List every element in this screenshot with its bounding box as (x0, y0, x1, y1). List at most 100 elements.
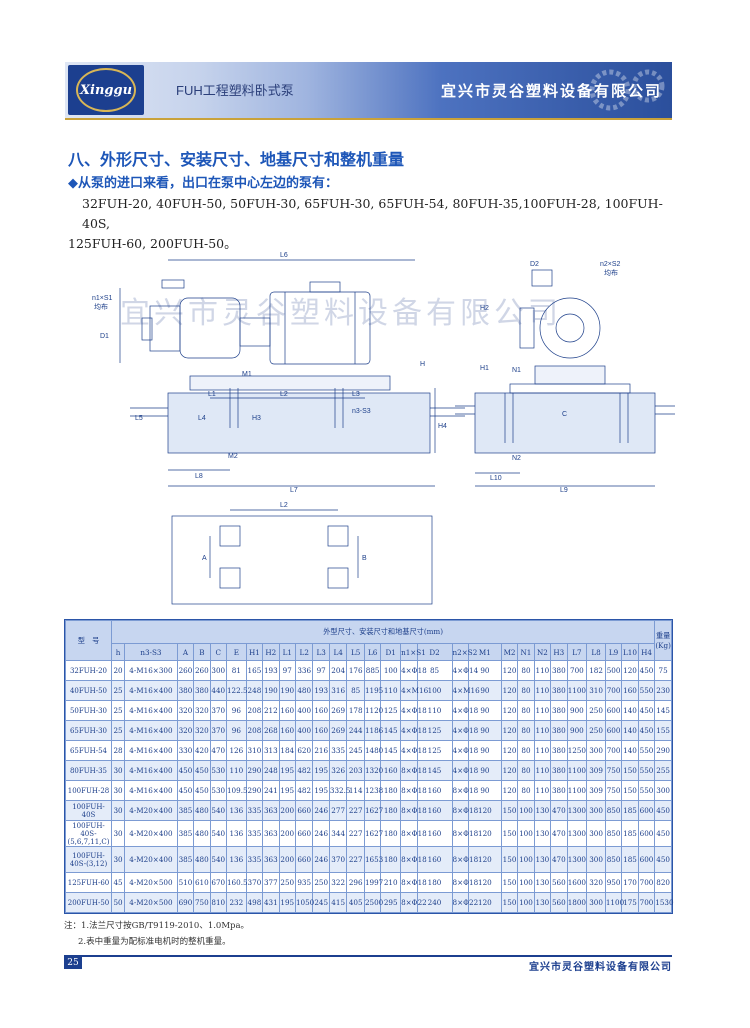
table-cell: 90 (467, 760, 502, 781)
table-cell: 25 (110, 720, 126, 741)
model-cell: 65FUH-54 (65, 740, 112, 761)
table-cell: 50 (110, 892, 126, 913)
footer-company-name: 宜兴市灵谷塑料设备有限公司 (529, 962, 672, 973)
table-cell: 195 (312, 780, 330, 801)
table-cell: 227 (346, 846, 365, 873)
table-cell: 4-M16×400 (124, 740, 178, 761)
table-cell: 550 (637, 760, 656, 781)
table-cell: 241 (262, 780, 280, 801)
table-cell: 195 (278, 892, 296, 913)
table-cell: 75 (654, 660, 672, 681)
table-cell: 250 (586, 720, 606, 741)
table-cell: 80 (517, 760, 535, 781)
table-cell: 4-M20×500 (124, 892, 178, 913)
table-cell: 185 (621, 846, 639, 873)
table-cell: 248 (245, 680, 264, 701)
table-cell: 935 (294, 872, 314, 893)
table-cell: 380 (550, 680, 568, 701)
table-cell: 80 (517, 740, 535, 761)
table-cell: 204 (328, 660, 348, 681)
table-cell: 4×Φ18 (400, 700, 427, 721)
table-cell: 190 (278, 680, 296, 701)
table-cell: 295 (380, 892, 402, 913)
table-cell: 110 (533, 780, 552, 801)
table-cell: 450 (193, 760, 211, 781)
table-cell: 184 (278, 740, 296, 761)
table-cell: 96 (225, 720, 247, 741)
table-cell: 700 (566, 660, 588, 681)
table-cell: 300 (586, 846, 606, 873)
label-h4: H4 (438, 423, 447, 430)
table-cell: 185 (621, 800, 639, 821)
foundation-plan (171, 509, 433, 605)
table-cell: 8×Φ22 (400, 892, 427, 913)
table-cell: 470 (550, 846, 568, 873)
table-cell: 120 (500, 780, 519, 801)
table-cell: 336 (294, 660, 314, 681)
table-cell: 160 (621, 680, 639, 701)
table-cell: 136 (225, 820, 247, 847)
table-cell: 296 (346, 872, 365, 893)
table-cell: 335 (245, 800, 264, 821)
table-cell: 4×Φ18 (451, 700, 478, 721)
table-cell: 480 (193, 820, 211, 847)
model-list-line-2: 125FUH-60, 200FUH-50。 (68, 236, 237, 251)
table-cell: 8×Φ18 (451, 780, 478, 801)
table-cell: 145 (380, 720, 402, 741)
table-cell: 540 (209, 846, 227, 873)
label-l2-plan: L2 (280, 502, 288, 509)
table-cell: 450 (637, 660, 656, 681)
table-cell: 370 (209, 720, 227, 741)
table-cell: 110 (380, 680, 402, 701)
table-cell: 332.5 (328, 780, 350, 801)
model-cell: 65FUH-30 (65, 720, 112, 741)
table-cell: 246 (312, 820, 330, 847)
table-cell: 326 (328, 760, 348, 781)
table-cell: 150 (500, 800, 519, 821)
table-cell: 660 (294, 820, 314, 847)
table-cell: 160.5 (225, 872, 248, 893)
table-cell: 510 (176, 872, 195, 893)
table-cell: 470 (550, 800, 568, 821)
table-cell: 600 (604, 720, 623, 741)
table-cell: 450 (193, 780, 211, 801)
table-cell: 1653 (363, 846, 383, 873)
table-cell: 530 (209, 760, 227, 781)
model-cell: 125FUH-60 (65, 872, 112, 893)
table-cell: 450 (637, 700, 656, 721)
model-cell: 40FUH-50 (65, 680, 112, 701)
table-cell: 700 (604, 680, 623, 701)
table-cell: 1100 (566, 760, 588, 781)
table-cell: 200 (278, 846, 296, 873)
table-cell: 405 (346, 892, 365, 913)
gears-decoration-icon (589, 69, 665, 111)
table-cell: 120 (500, 660, 519, 681)
label-l8: L8 (195, 473, 203, 480)
table-cell: 125 (416, 720, 453, 741)
label-l9: L9 (560, 487, 568, 494)
logo-ring: Xinggu (76, 68, 136, 112)
table-cell: 440 (209, 680, 227, 701)
table-cell: 480 (193, 846, 211, 873)
table-cell: 450 (654, 846, 672, 873)
table-cell: 100 (517, 872, 535, 893)
header-company-name: 宜兴市灵谷塑料设备有限公司 (440, 82, 662, 100)
dimension-drawing: 宜兴市灵谷塑料设备有限公司 L6 n1×S1 均布 D1 H M1 L1 (92, 252, 675, 605)
product-title: FUH工程塑料卧式泵 (176, 83, 294, 98)
table-cell: 100 (416, 680, 453, 701)
table-cell: 120 (467, 800, 502, 821)
table-cell: 260 (176, 660, 195, 681)
table-cell: 415 (328, 892, 348, 913)
table-cell: 160 (380, 760, 402, 781)
column-header: L4 (328, 643, 348, 661)
table-cell: 208 (245, 700, 264, 721)
model-header: 型 号 (65, 620, 112, 661)
table-cell: 193 (262, 660, 280, 681)
table-cell: 1050 (294, 892, 314, 913)
weight-header-label: 重量 (655, 631, 671, 640)
table-cell: 182 (586, 660, 606, 681)
